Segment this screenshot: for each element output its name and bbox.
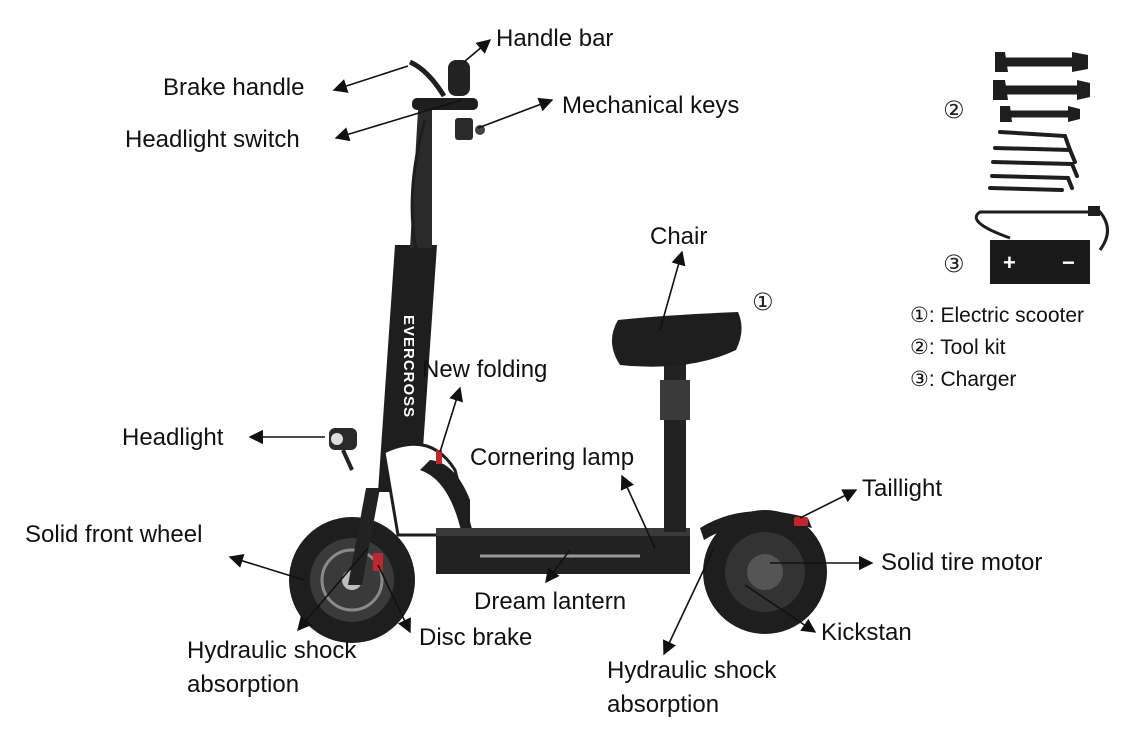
arrow-cornering-lamp [620, 474, 656, 549]
label-solid-tire-motor: Solid tire motor [881, 549, 1042, 576]
arrow-brake-handle [332, 65, 409, 93]
arrow-new-folding [439, 386, 464, 453]
taillight-lamp [794, 517, 808, 526]
arrow-hydraulic-front [297, 547, 369, 632]
deck [436, 532, 690, 574]
rear-wheel [703, 510, 827, 634]
handlebar-bar [412, 98, 478, 110]
label-hydraulic-front: Hydraulic shock absorption [187, 637, 363, 698]
charger-plug [1088, 206, 1100, 216]
arrow-chair [659, 250, 686, 331]
folding-frame [420, 460, 470, 535]
arrow-handle-bar [463, 39, 492, 63]
label-taillight: Taillight [862, 475, 942, 502]
label-headlight: Headlight [122, 424, 224, 451]
label-hydraulic-rear: Hydraulic shock absorption [607, 657, 783, 718]
marker-toolkit: ② [943, 96, 965, 124]
legend-item: ③: Charger [910, 368, 1016, 391]
label-solid-front-wheel: Solid front wheel [25, 521, 202, 548]
arrow-headlight-switch [334, 99, 463, 142]
minus-icon: − [1062, 250, 1075, 275]
tool-kit-illustration [988, 52, 1090, 192]
legend: ①: Electric scooter ②: Tool kit ③: Charg… [910, 304, 1084, 391]
front-fork [348, 488, 380, 585]
label-disc-brake: Disc brake [419, 624, 532, 651]
arrow-kickstan [744, 584, 817, 633]
label-cornering-lamp: Cornering lamp [470, 444, 634, 471]
label-kickstan: Kickstan [821, 619, 912, 646]
deck-top [436, 528, 690, 536]
chair-seat [611, 312, 742, 367]
label-handle-bar: Handle bar [496, 25, 613, 52]
label-brake-handle: Brake handle [163, 74, 304, 101]
cable [410, 119, 427, 251]
label-chair: Chair [650, 223, 707, 250]
marker-scooter: ① [752, 288, 774, 316]
headlight-lamp [329, 428, 357, 471]
charger-illustration: + − [974, 206, 1109, 284]
arrow-disc-brake [377, 564, 411, 634]
marker-charger: ③ [943, 250, 965, 278]
rear-fender [700, 510, 812, 540]
wrench-icon [995, 52, 1088, 72]
arrow-solid-front-wheel [228, 553, 305, 581]
legend-item: ②: Tool kit [910, 336, 1006, 359]
switch-housing [455, 118, 473, 140]
stem [378, 245, 437, 492]
arrow-dream-lantern [545, 549, 571, 584]
arrow-mechanical-keys [477, 97, 554, 129]
disc-brake-caliper [373, 553, 383, 571]
callout-arrows [228, 39, 874, 656]
key-head [475, 125, 485, 135]
plus-icon: + [1003, 250, 1016, 275]
scooter-illustration: EVERCROSS [289, 59, 827, 643]
wrench-icon [1000, 106, 1080, 122]
arrow-taillight [799, 489, 858, 519]
handlebar-grip [448, 60, 470, 96]
hex-key-icon [988, 130, 1079, 192]
folding-lever [436, 450, 442, 464]
arrow-hydraulic-rear [663, 547, 715, 656]
label-headlight-switch: Headlight switch [125, 126, 300, 153]
charger-body [990, 240, 1090, 284]
legend-item: ①: Electric scooter [910, 304, 1084, 327]
brand-logo: EVERCROSS [400, 315, 417, 418]
label-mechanical-keys: Mechanical keys [562, 92, 739, 119]
steering-tube [410, 110, 432, 248]
seat-spring [660, 380, 690, 420]
wrench-icon [993, 80, 1090, 100]
label-dream-lantern: Dream lantern [474, 588, 626, 615]
brake-lever [408, 59, 447, 98]
charger-cable [974, 210, 1109, 251]
label-new-folding: New folding [422, 356, 547, 383]
